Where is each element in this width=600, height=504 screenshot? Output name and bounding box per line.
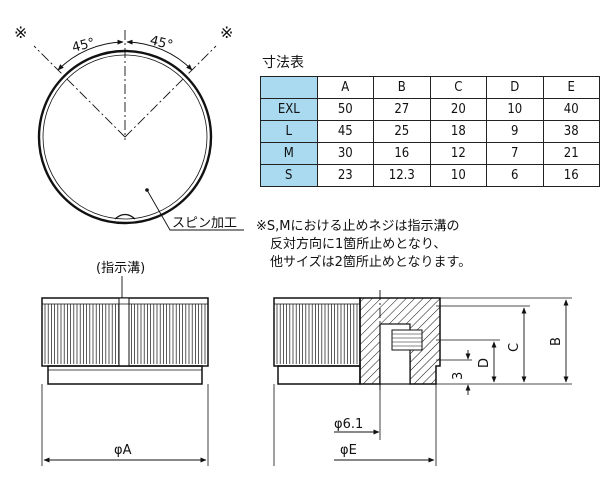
dim-e-label: φE (340, 443, 357, 458)
table-cell: 45 (316, 120, 375, 143)
table-cell: 40 (542, 98, 600, 121)
top-view: 45° 45° ※ ※ スピン加工 (14, 23, 244, 231)
table-cell: 12 (429, 142, 488, 165)
table-cell: 30 (316, 142, 375, 165)
table-row: S 23 12.3 10 6 16 (260, 164, 600, 187)
section-collar (277, 365, 361, 385)
dimension-table: A B C D E EXL 50 27 20 10 40 L 45 25 18 … (260, 76, 600, 187)
table-cell: 16 (373, 142, 431, 165)
note-line-1: ※S,Mにおける止めネジは指示溝の (256, 219, 460, 234)
dim-d-label: D (477, 358, 492, 368)
angle-arc-left (57, 39, 124, 71)
table-cell: 6 (486, 164, 544, 187)
table-row: M 30 16 12 7 21 (260, 142, 600, 165)
centerline-left-45 (33, 45, 126, 138)
front-view: (指示溝) φA (41, 261, 209, 466)
angle-left-label: 45° (71, 36, 97, 56)
table-title: 寸法表 (262, 55, 304, 71)
col-header-b: B (373, 76, 431, 99)
table-cell: 9 (486, 120, 544, 143)
spin-label: スピン加工 (172, 216, 237, 231)
mark-right: ※ (220, 23, 233, 42)
table-cell: 50 (316, 98, 375, 121)
spin-notch (114, 213, 136, 220)
indicator-groove (118, 297, 130, 367)
spin-leader-line (146, 189, 244, 231)
col-header-d: D (486, 76, 544, 99)
table-row: EXL 50 27 20 10 40 (260, 98, 600, 121)
mark-left: ※ (14, 23, 27, 42)
table-cell: 21 (542, 142, 600, 165)
dim-bore-label: φ6.1 (334, 417, 363, 432)
table-cell: 10 (429, 164, 488, 187)
col-header-c: C (429, 76, 488, 99)
row-size-exl: EXL (260, 98, 318, 121)
table-corner-cell (260, 76, 318, 99)
centerline-right-45 (124, 45, 217, 138)
table-cell: 18 (429, 120, 488, 143)
col-header-e: E (542, 76, 600, 99)
dim-a-label: φA (114, 443, 132, 458)
table-cell: 38 (542, 120, 600, 143)
dim-c-label: C (507, 343, 522, 352)
row-size-s: S (260, 164, 318, 187)
groove-label: (指示溝) (96, 261, 145, 276)
note-line-3: 他サイズは2箇所止めとなります。 (270, 255, 472, 270)
angle-arc-right (126, 39, 193, 71)
table-cell: 16 (542, 164, 600, 187)
row-size-l: L (260, 120, 318, 143)
table-cell: 10 (486, 98, 544, 121)
col-header-a: A (316, 76, 375, 99)
dim-3-label: 3 (451, 372, 466, 380)
table-cell: 25 (373, 120, 431, 143)
dim-b-label: B (549, 337, 564, 346)
table-cell: 27 (373, 98, 431, 121)
table-row: L 45 25 18 9 38 (260, 120, 600, 143)
section-knurl-lines (276, 304, 358, 364)
knob-collar (47, 365, 203, 385)
set-screw-note: ※S,Mにおける止めネジは指示溝の 反対方向に1箇所止めとなり、 他サイズは2箇… (256, 218, 471, 272)
table-header-row: A B C D E (260, 76, 600, 99)
table-cell: 7 (486, 142, 544, 165)
section-view: B C D 3 φ6.1 φE (273, 290, 572, 466)
table-cell: 20 (429, 98, 488, 121)
table-cell: 23 (316, 164, 375, 187)
angle-right-label: 45° (148, 33, 174, 53)
set-screw (391, 329, 423, 351)
row-size-m: M (260, 142, 318, 165)
table-cell: 12.3 (373, 164, 431, 187)
note-line-2: 反対方向に1箇所止めとなり、 (270, 237, 447, 252)
